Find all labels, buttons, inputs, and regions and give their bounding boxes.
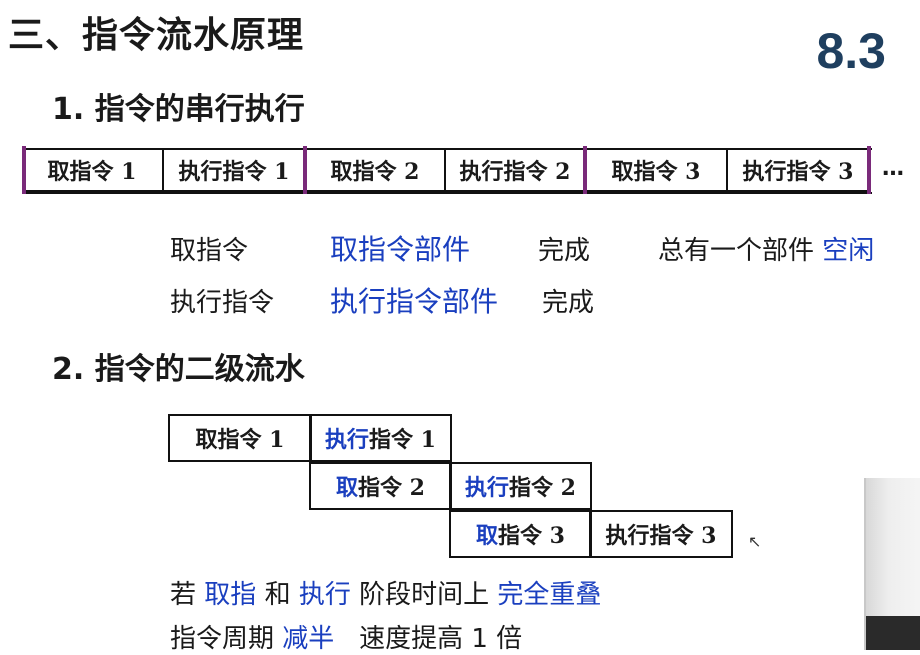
pipe-exec-3: 执行指令 3 xyxy=(589,510,733,558)
row2-done: 完成 xyxy=(542,288,595,318)
serial-cell-fetch-3: 取指令 3 xyxy=(586,148,728,192)
note1-h2: 执行 xyxy=(298,580,351,610)
pipe-fetch-3: 取指令 3 xyxy=(449,510,592,558)
serial-execution-strip: 取指令 1 执行指令 1 取指令 2 执行指令 2 取指令 3 执行指令 3 … xyxy=(22,146,910,196)
note1-p3: 阶段时间上 xyxy=(359,580,490,610)
pipe-fetch-3-hl: 取 xyxy=(476,523,499,549)
pipe-exec-1: 执行指令 1 xyxy=(309,414,452,462)
pipe-fetch-2-rest: 指令 2 xyxy=(358,475,425,501)
note1-p2: 和 xyxy=(264,580,291,610)
pipeline-note-2: 指令周期 减半 速度提高 1 倍 xyxy=(170,618,522,655)
note1-h3: 完全重叠 xyxy=(497,580,602,610)
note2-p2: 速度提高 1 倍 xyxy=(359,624,523,654)
section-number-badge: 8.3 xyxy=(816,23,886,79)
pipe-fetch-2-hl: 取 xyxy=(336,475,359,501)
pipe-fetch-2: 取指令 2 xyxy=(309,462,452,510)
pipe-exec-1-rest: 指令 1 xyxy=(369,427,436,453)
video-overlay-bar xyxy=(866,616,920,650)
serial-cell-exec-1: 执行指令 1 xyxy=(164,148,306,192)
pipe-fetch-3-rest: 指令 3 xyxy=(498,523,565,549)
note2-p1: 指令周期 xyxy=(170,624,275,654)
pipe-exec-2-hl: 执行 xyxy=(465,475,510,501)
row1-note-prefix: 总有一个部件 xyxy=(658,236,815,266)
pipe-fetch-1-text: 取指令 1 xyxy=(195,427,285,453)
strip-bottom-line xyxy=(22,192,872,194)
serial-cell-exec-3: 执行指令 3 xyxy=(728,148,870,192)
note1-p1: 若 xyxy=(170,580,197,610)
pipe-exec-2: 执行指令 2 xyxy=(449,462,592,510)
row2-label: 执行指令 xyxy=(170,288,275,318)
row1-unit: 取指令部件 xyxy=(330,233,471,266)
pipeline-note-1: 若 取指 和 执行 阶段时间上 完全重叠 xyxy=(170,574,601,611)
strip-marker-1 xyxy=(22,146,26,194)
serial-ellipsis: … xyxy=(882,156,904,181)
pipe-exec-3-text: 执行指令 3 xyxy=(605,523,717,549)
strip-marker-2 xyxy=(303,146,307,194)
pipe-exec-1-hl: 执行 xyxy=(325,427,370,453)
mouse-cursor-icon: ↖ xyxy=(748,532,762,551)
row1-done: 完成 xyxy=(538,236,591,266)
note1-h1: 取指 xyxy=(204,580,257,610)
row1-label: 取指令 xyxy=(170,236,249,266)
page-title: 三、指令流水原理 xyxy=(8,15,305,56)
pipe-fetch-1: 取指令 1 xyxy=(168,414,312,462)
strip-marker-4 xyxy=(867,146,871,194)
serial-cell-fetch-2: 取指令 2 xyxy=(306,148,446,192)
serial-cell-fetch-1: 取指令 1 xyxy=(22,148,164,192)
row2-unit: 执行指令部件 xyxy=(330,285,499,318)
section2-heading: 2. 指令的二级流水 xyxy=(52,352,305,387)
section1-heading: 1. 指令的串行执行 xyxy=(52,92,305,127)
note2-h1: 减半 xyxy=(282,624,335,654)
serial-cell-exec-2: 执行指令 2 xyxy=(446,148,586,192)
strip-marker-3 xyxy=(583,146,587,194)
pipe-exec-2-rest: 指令 2 xyxy=(509,475,576,501)
row1-note: 总有一个部件 空闲 xyxy=(658,230,874,267)
video-overlay-edge xyxy=(864,478,920,650)
row1-note-highlight: 空闲 xyxy=(822,236,875,266)
